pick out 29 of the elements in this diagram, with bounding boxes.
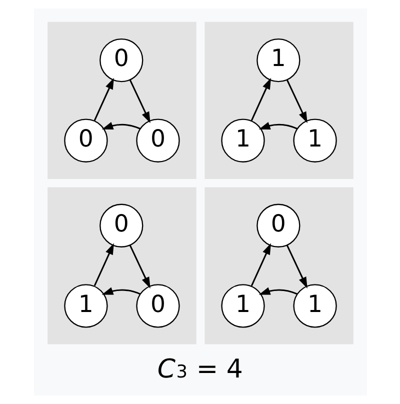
node-circle: 0 (99, 204, 143, 248)
caption: C3 = 4 (156, 354, 242, 384)
cluster (204, 187, 353, 344)
cluster (204, 22, 353, 179)
arrow (250, 243, 270, 286)
node-circle: 0 (64, 118, 108, 162)
node-circle: 1 (292, 284, 336, 328)
arrow (93, 243, 114, 286)
node-circle: 0 (136, 284, 180, 328)
node-circle: 1 (64, 284, 108, 328)
arrow (250, 78, 270, 121)
cluster (47, 22, 196, 179)
arrow (286, 244, 307, 288)
node-circle: 0 (99, 38, 143, 82)
node-circle: 1 (220, 118, 264, 162)
arrow (101, 287, 140, 295)
arrow (258, 122, 298, 130)
node-circle: 0 (136, 118, 180, 162)
arrow (258, 287, 298, 295)
cluster (47, 187, 196, 344)
node-circle: 0 (256, 204, 300, 248)
node-circle: 1 (256, 38, 300, 82)
node-circle: 1 (220, 284, 264, 328)
arrow (101, 122, 140, 130)
arrow (128, 244, 150, 288)
arrow (286, 80, 307, 124)
node-circle: 1 (292, 118, 336, 162)
arrow (93, 78, 114, 121)
arrow (128, 80, 150, 124)
